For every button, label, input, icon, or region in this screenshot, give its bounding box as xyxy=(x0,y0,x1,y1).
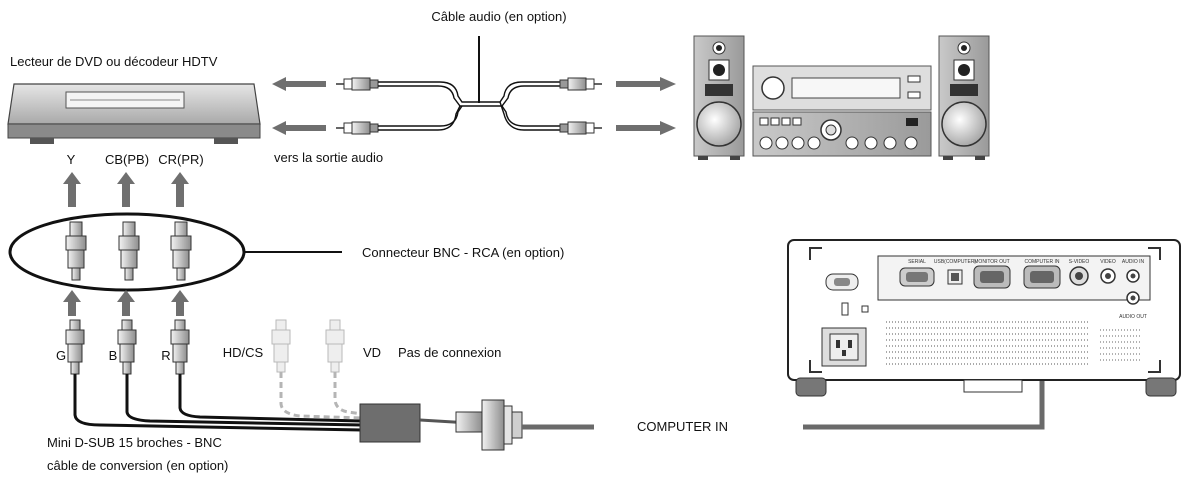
panel-svideo-label: S-VIDEO xyxy=(1069,259,1090,265)
rca-plugs-left xyxy=(336,77,379,135)
source-device-label: Lecteur de DVD ou décodeur HDTV xyxy=(10,54,218,69)
cb-label: CB(PB) xyxy=(105,152,149,167)
panel-computer-in-label: COMPUTER IN xyxy=(1025,259,1060,265)
bnc-up-arrows xyxy=(63,290,189,316)
vd-label: VD xyxy=(363,345,381,360)
panel-audio-in-label: AUDIO IN xyxy=(1122,259,1145,265)
panel-usb-label: USB(COMPUTER) xyxy=(934,259,977,265)
unused-plugs-hdcs-vd xyxy=(271,319,345,373)
speaker-grille-dots xyxy=(1100,329,1140,361)
cable-label-line2: câble de conversion (en option) xyxy=(47,458,228,473)
serial-port xyxy=(899,267,935,287)
panel-audio-out-label: AUDIO OUT xyxy=(1119,314,1147,320)
audio-in-port xyxy=(1126,269,1140,283)
hdcs-label: HD/CS xyxy=(223,345,264,360)
speaker-right-icon xyxy=(938,35,990,160)
bnc-rca-label: Connecteur BNC - RCA (en option) xyxy=(362,245,564,260)
component-up-arrows xyxy=(63,172,189,207)
no-connection-label: Pas de connexion xyxy=(398,345,501,360)
bnc-rca-adapter-icons xyxy=(65,221,192,281)
dvd-player-icon xyxy=(7,83,261,144)
audio-out-port xyxy=(1126,291,1140,305)
panel-serial-label: SERIAL xyxy=(908,259,926,265)
g-label: G xyxy=(56,348,66,363)
audio-cable-icon xyxy=(378,81,560,131)
audio-left-arrows xyxy=(272,77,326,135)
svideo-port xyxy=(1069,266,1089,286)
amplifier-icon xyxy=(752,65,932,157)
cr-label: CR(PR) xyxy=(158,152,204,167)
computer-in-label: COMPUTER IN xyxy=(637,419,728,434)
y-label: Y xyxy=(67,152,76,167)
bnc-plugs-grb xyxy=(65,319,190,375)
speaker-left-icon xyxy=(693,35,745,160)
to-audio-out-label: vers la sortie audio xyxy=(274,150,383,165)
b-label: B xyxy=(109,348,118,363)
panel-video-label: VIDEO xyxy=(1100,259,1116,265)
video-port xyxy=(1100,268,1116,284)
conversion-cable-wires xyxy=(73,372,363,432)
audio-right-arrows xyxy=(616,77,676,135)
r-label: R xyxy=(161,348,170,363)
cable-label-line1: Mini D-SUB 15 broches - BNC xyxy=(47,435,222,450)
computer-in-port xyxy=(1023,265,1061,289)
panel-monitor-out-label: MONITOR OUT xyxy=(974,259,1009,265)
dsub-converter-icon xyxy=(359,399,594,451)
rear-vent-grille xyxy=(886,321,1090,365)
monitor-out-port xyxy=(973,265,1011,289)
audio-cable-label: Câble audio (en option) xyxy=(431,9,566,24)
usb-port xyxy=(947,269,963,285)
rca-plugs-right xyxy=(559,77,602,135)
